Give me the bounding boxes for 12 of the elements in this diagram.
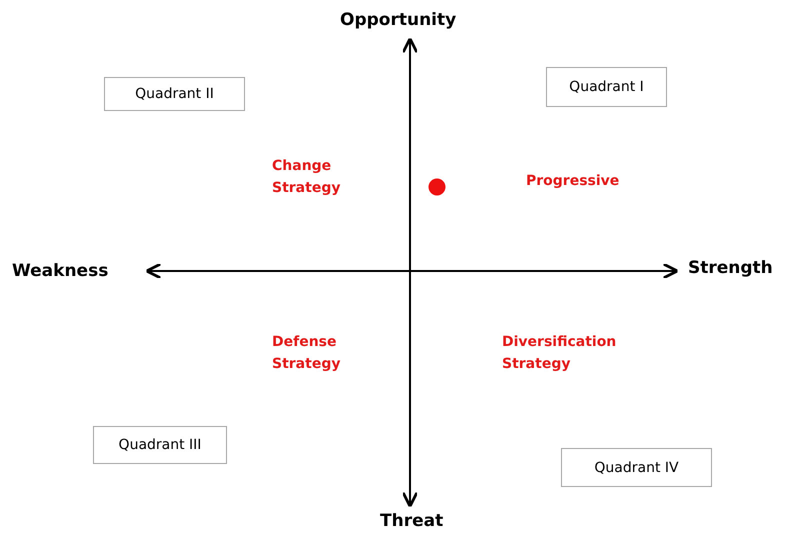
quadrant-box: Quadrant II xyxy=(104,77,245,111)
axis-label: Threat xyxy=(380,511,444,531)
strategy-label: Change Strategy xyxy=(272,157,342,198)
strategy-label: Diversification Strategy xyxy=(502,333,618,374)
quadrant-box: Quadrant IV xyxy=(561,448,712,487)
quadrant-box: Quadrant I xyxy=(546,67,667,107)
axis-label: Strength xyxy=(688,258,773,278)
strategy-label: Defense Strategy xyxy=(272,333,342,374)
quadrant-box: Quadrant III xyxy=(93,426,227,464)
strategy-label: Progressive xyxy=(526,172,620,191)
axis-label: Weakness xyxy=(12,261,108,281)
axis-label: Opportunity xyxy=(340,10,456,30)
